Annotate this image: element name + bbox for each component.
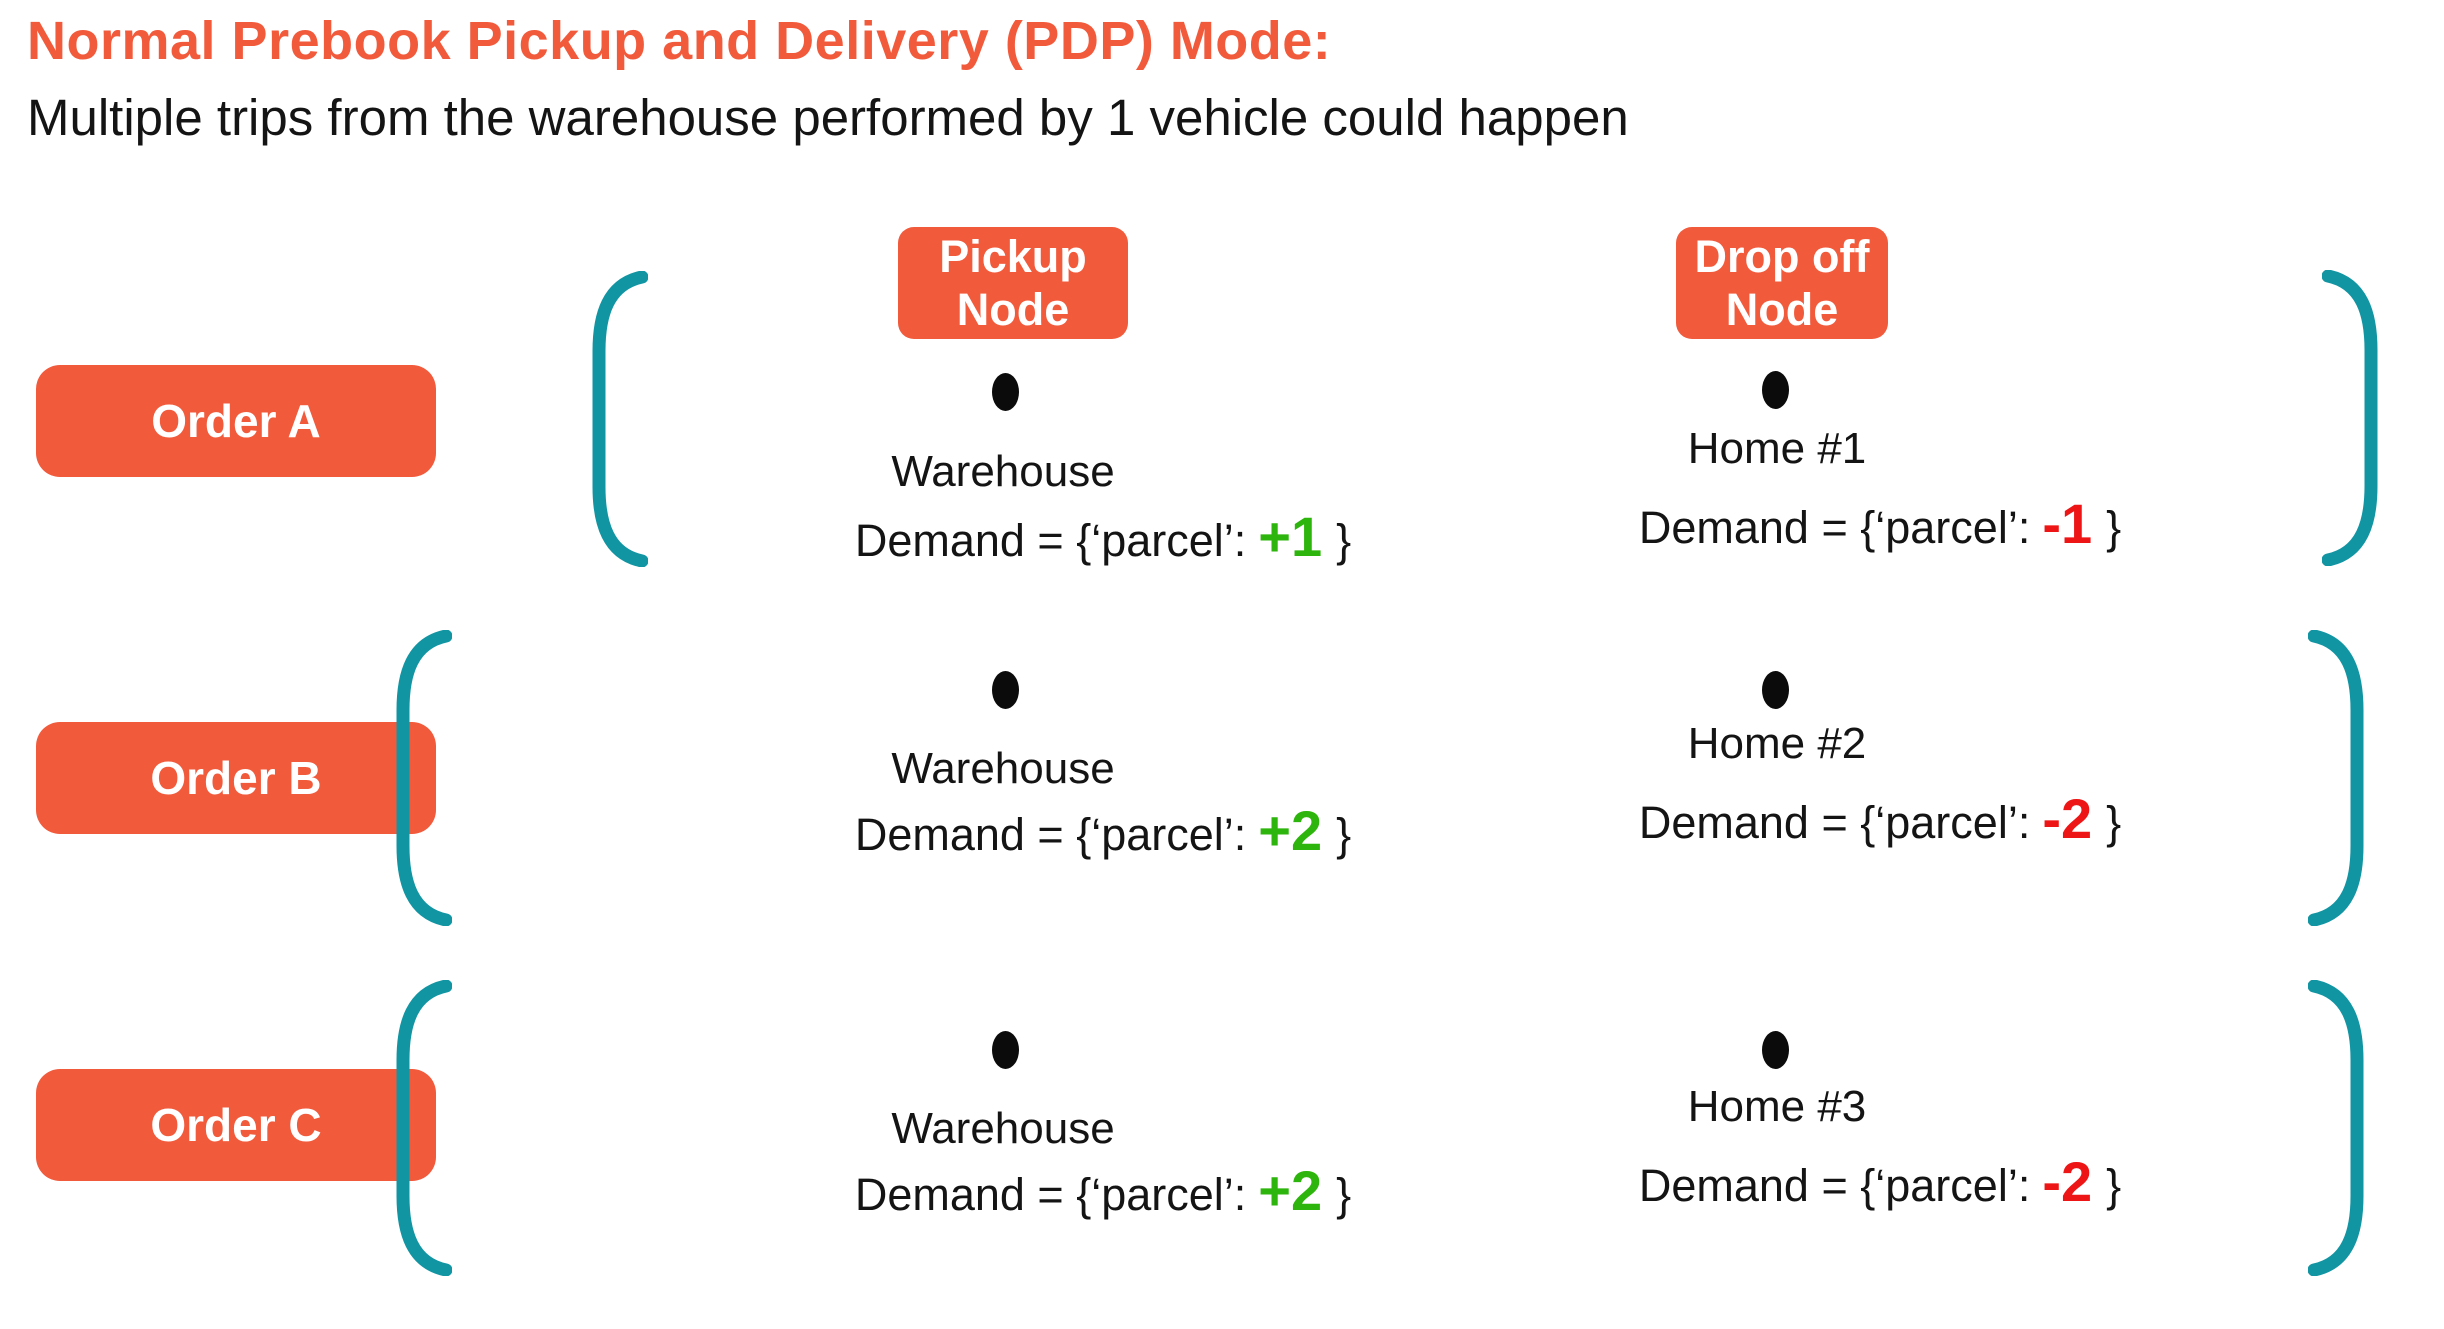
- demand-prefix: Demand = {‘parcel’:: [854, 1169, 1247, 1220]
- demand-prefix: Demand = {‘parcel’:: [1638, 502, 2031, 553]
- demand-value-positive: +2: [1258, 1159, 1323, 1222]
- page-title: Normal Prebook Pickup and Delivery (PDP)…: [27, 11, 1332, 71]
- demand-prefix: Demand = {‘parcel’:: [1638, 797, 2031, 848]
- order-c-pickup-dot: [992, 1031, 1019, 1069]
- order-a-left-bracket: [592, 271, 648, 567]
- order-a-pickup-dot: [992, 373, 1019, 411]
- order-c-left-bracket: [396, 980, 452, 1276]
- order-a-pickup-demand: Demand = {‘parcel’: +1 }: [855, 504, 1351, 569]
- order-b-pickup-name: Warehouse: [891, 744, 1115, 793]
- demand-prefix: Demand = {‘parcel’:: [854, 515, 1247, 566]
- order-c-dropoff-dot: [1762, 1031, 1789, 1069]
- demand-suffix: }: [1336, 515, 1352, 566]
- demand-suffix: }: [2106, 502, 2122, 553]
- demand-value-positive: +1: [1258, 505, 1323, 568]
- demand-prefix: Demand = {‘parcel’:: [854, 809, 1247, 860]
- pickup-node-column-label-line2: Node: [956, 284, 1070, 335]
- order-c-label: Order C: [150, 1099, 322, 1151]
- demand-suffix: }: [2106, 1160, 2122, 1211]
- order-a-badge: Order A: [36, 365, 436, 477]
- order-c-badge: Order C: [36, 1069, 436, 1181]
- order-b-pickup-dot: [992, 671, 1019, 709]
- order-c-right-bracket: [2308, 980, 2364, 1276]
- order-b-badge: Order B: [36, 722, 436, 834]
- demand-value-negative: -2: [2042, 787, 2093, 850]
- dropoff-node-column-label-line1: Drop off: [1694, 230, 1870, 282]
- order-b-dropoff-name: Home #2: [1687, 719, 1867, 768]
- dropoff-node-column-label-line2: Node: [1725, 284, 1839, 335]
- order-b-dropoff-demand: Demand = {‘parcel’: -2 }: [1639, 786, 2121, 851]
- order-a-dropoff-demand: Demand = {‘parcel’: -1 }: [1639, 491, 2121, 556]
- order-a-pickup-name: Warehouse: [891, 447, 1115, 496]
- demand-suffix: }: [1336, 809, 1352, 860]
- order-b-label: Order B: [150, 752, 322, 804]
- order-b-left-bracket: [396, 630, 452, 926]
- order-a-dropoff-name: Home #1: [1687, 424, 1867, 473]
- order-b-right-bracket: [2308, 630, 2364, 926]
- demand-suffix: }: [1336, 1169, 1352, 1220]
- pickup-node-column-badge: Pickup Node: [898, 227, 1128, 339]
- dropoff-node-column-badge: Drop off Node: [1676, 227, 1888, 339]
- order-c-pickup-demand: Demand = {‘parcel’: +2 }: [855, 1158, 1351, 1223]
- order-c-pickup-name: Warehouse: [891, 1104, 1115, 1153]
- pickup-node-column-label-line1: Pickup: [939, 230, 1087, 282]
- order-c-dropoff-demand: Demand = {‘parcel’: -2 }: [1639, 1149, 2121, 1214]
- demand-value-negative: -2: [2042, 1150, 2093, 1213]
- order-c-dropoff-name: Home #3: [1687, 1082, 1867, 1131]
- demand-suffix: }: [2106, 797, 2122, 848]
- order-b-pickup-demand: Demand = {‘parcel’: +2 }: [855, 798, 1351, 863]
- order-a-right-bracket: [2322, 270, 2378, 566]
- order-a-dropoff-dot: [1762, 371, 1789, 409]
- demand-value-positive: +2: [1258, 799, 1323, 862]
- page-subtitle: Multiple trips from the warehouse perfor…: [27, 89, 1629, 146]
- demand-prefix: Demand = {‘parcel’:: [1638, 1160, 2031, 1211]
- order-a-label: Order A: [151, 395, 321, 447]
- order-b-dropoff-dot: [1762, 671, 1789, 709]
- demand-value-negative: -1: [2042, 492, 2093, 555]
